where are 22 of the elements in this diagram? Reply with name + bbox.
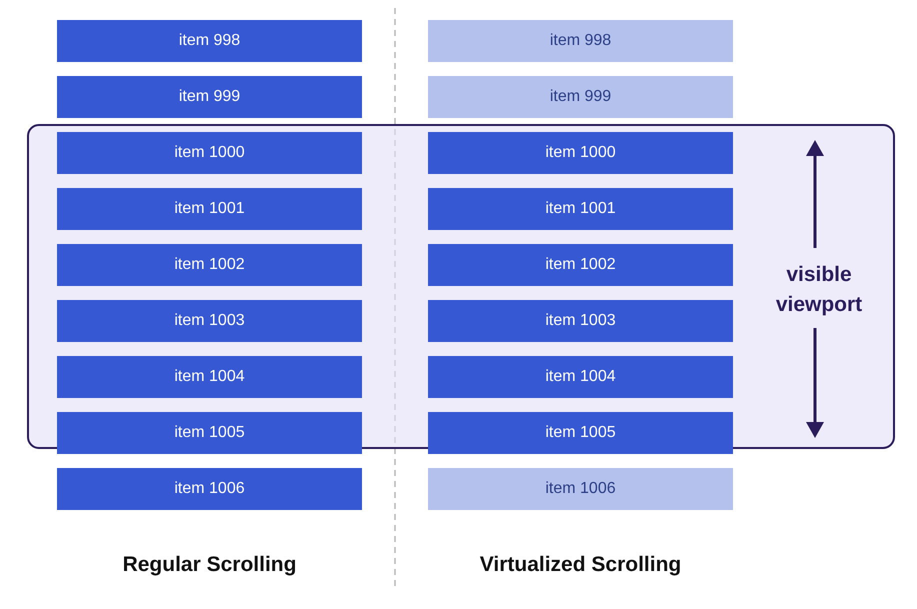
unrendered-list-item: item 1006: [428, 468, 733, 510]
list-item: item 1000: [57, 132, 362, 174]
list-item: item 1006: [57, 468, 362, 510]
list-item: item 1002: [57, 244, 362, 286]
list-item: item 1001: [57, 188, 362, 230]
viewport-label: visible viewport: [774, 262, 864, 318]
list-item: item 1003: [57, 300, 362, 342]
list-item: item 1005: [57, 412, 362, 454]
list-item: item 998: [57, 20, 362, 62]
viewport-frame: [27, 124, 895, 449]
column-heading: Virtualized Scrolling: [478, 552, 682, 578]
list-item: item 1004: [428, 356, 733, 398]
unrendered-list-item: item 999: [428, 76, 733, 118]
column-heading: Regular Scrolling: [122, 552, 298, 578]
list-item: item 1001: [428, 188, 733, 230]
list-item: item 999: [57, 76, 362, 118]
list-item: item 1004: [57, 356, 362, 398]
list-item: item 1005: [428, 412, 733, 454]
list-item: item 1000: [428, 132, 733, 174]
list-item: item 1002: [428, 244, 733, 286]
unrendered-list-item: item 998: [428, 20, 733, 62]
list-item: item 1003: [428, 300, 733, 342]
